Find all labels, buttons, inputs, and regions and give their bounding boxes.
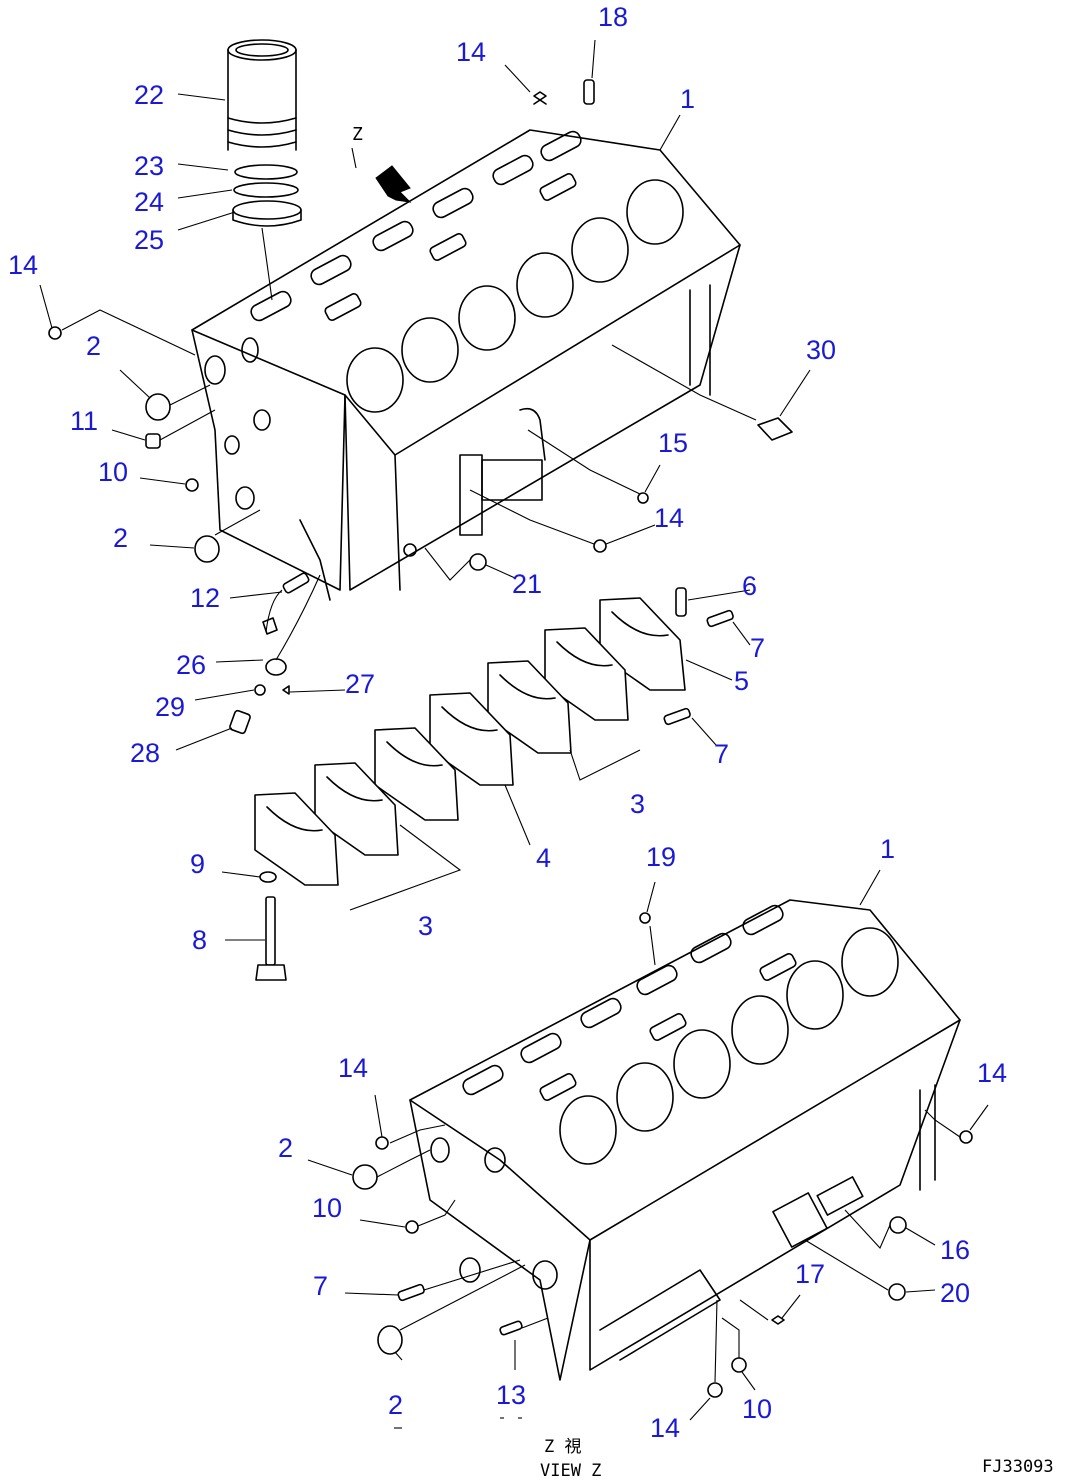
callout-14-top: 14: [456, 37, 486, 67]
callout-4: 4: [536, 843, 551, 873]
cylinder-block-upper: [191, 129, 741, 601]
callout-6: 6: [742, 571, 757, 601]
callout-2-upper-a: 2: [86, 331, 101, 361]
callout-16: 16: [940, 1235, 970, 1265]
callout-21: 21: [512, 569, 542, 599]
callout-25: 25: [134, 225, 164, 255]
callout-14-bottom: 14: [650, 1413, 680, 1443]
callout-7-mid: 7: [714, 739, 729, 769]
callout-5: 5: [734, 666, 749, 696]
leader-lines: [39, 39, 989, 1421]
view-label-glyphs: Z 視: [544, 1437, 581, 1457]
callout-13: 13: [496, 1380, 526, 1410]
callout-10-lower-b: 10: [742, 1394, 772, 1424]
callout-20: 20: [940, 1278, 970, 1308]
callout-7-lower: 7: [313, 1271, 328, 1301]
view-caption: Z 視 VIEW Z: [540, 1437, 601, 1481]
callout-26: 26: [176, 650, 206, 680]
main-bearing-caps: [254, 597, 686, 911]
valley-ports-upper: [250, 130, 582, 322]
callout-11: 11: [70, 406, 98, 436]
fasteners: [48, 79, 973, 1398]
callout-24: 24: [134, 187, 164, 217]
callout-14-lower-left: 14: [338, 1053, 368, 1083]
callout-10-lower-a: 10: [312, 1193, 342, 1223]
callout-17: 17: [795, 1259, 825, 1289]
callout-2-upper-b: 2: [113, 523, 128, 553]
callout-9: 9: [190, 849, 205, 879]
callout-27: 27: [345, 669, 375, 699]
callout-22: 22: [134, 80, 164, 110]
callout-2-lower-a: 2: [278, 1133, 293, 1163]
callout-15: 15: [658, 428, 688, 458]
liner-rings: [232, 164, 302, 301]
callout-12: 12: [190, 583, 220, 613]
callout-8: 8: [192, 925, 207, 955]
cylinder-block-lower: [409, 899, 961, 1381]
callout-28: 28: [130, 738, 160, 768]
callout-3-right: 3: [630, 789, 645, 819]
callout-14-mid: 14: [654, 503, 684, 533]
callout-23: 23: [134, 151, 164, 181]
view-direction-arrow: Z: [351, 124, 412, 203]
cylinder-bores-lower: [559, 927, 899, 1165]
callout-7-upper: 7: [750, 633, 765, 663]
callout-14-left: 14: [8, 250, 38, 280]
cylinder-liner: [227, 39, 297, 151]
view-marker-label: Z: [352, 124, 363, 145]
callout-10-upper: 10: [98, 457, 128, 487]
callout-3-left: 3: [418, 911, 433, 941]
cylinder-bores-upper: [346, 179, 684, 413]
valley-ports-lower: [462, 904, 797, 1102]
callout-2-lower-b: 2: [388, 1390, 403, 1420]
view-caption-text: VIEW Z: [540, 1461, 601, 1481]
drawing-code: FJ33093: [982, 1457, 1054, 1477]
callout-14-lower-right: 14: [977, 1058, 1007, 1088]
callout-1-upper: 1: [680, 84, 695, 114]
callout-18: 18: [598, 2, 628, 32]
callout-labels: 22 23 24 25 14 18 1 14 2 11 10 2 30 15 1…: [8, 2, 1007, 1443]
callout-1-lower: 1: [880, 834, 895, 864]
callout-29: 29: [155, 692, 185, 722]
callout-19: 19: [646, 842, 676, 872]
callout-30: 30: [806, 335, 836, 365]
